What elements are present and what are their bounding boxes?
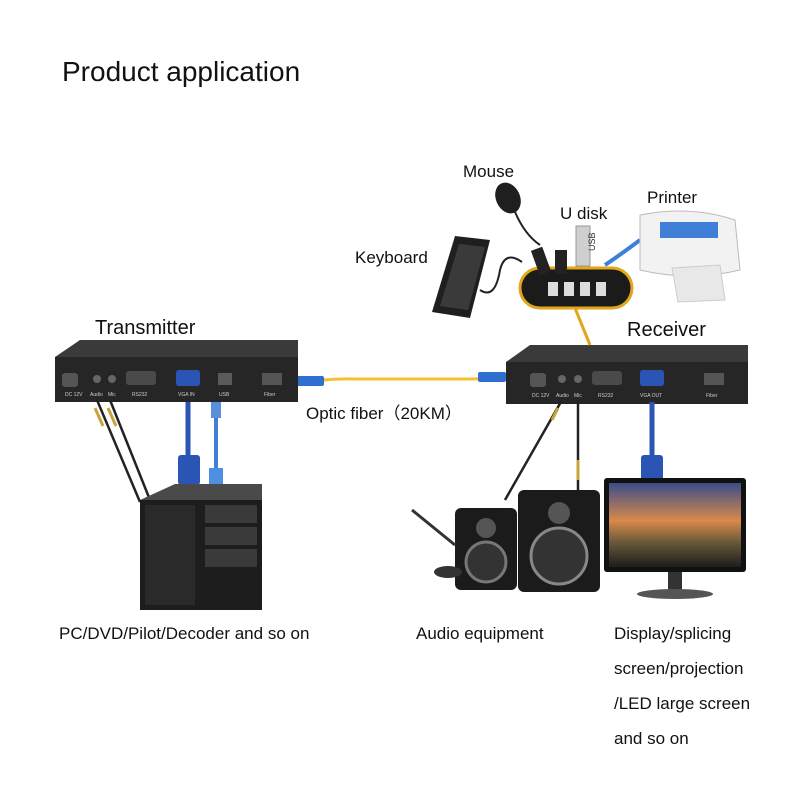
usb-stick-label: USB [587,232,597,251]
mouse-label: Mouse [463,162,515,181]
pc-tower [140,484,262,610]
tx-port-vga-in: VGA IN [178,392,195,398]
tx-port-rs232: RS232 [132,392,148,398]
printer-label: Printer [647,188,698,207]
usb-hub: USB [518,225,642,346]
tx-port-usb: USB [219,392,230,398]
rx-port-dc: DC 12V [532,393,550,399]
display-label-line1: Display/splicing [614,624,732,643]
u-disk-label: U disk [560,204,608,223]
pc-label: PC/DVD/Pilot/Decoder and so on [59,624,310,643]
keyboard-device [432,236,523,318]
optic-fiber-label: Optic fiber（20KM） [306,404,462,423]
rx-port-vga-out: VGA OUT [640,393,662,399]
rx-port-audio: Audio [556,393,569,399]
display-label-line4: and so on [614,729,689,748]
transmitter-label: Transmitter [95,317,196,339]
display-monitor [604,478,746,599]
tx-port-audio: Audio [90,392,103,398]
rx-port-fiber: Fiber [706,393,718,399]
display-label-line3: /LED large screen [614,694,751,713]
receiver-device: DC 12V Audio Mic RS232 VGA OUT Fiber [506,345,748,404]
audio-label: Audio equipment [416,624,544,643]
rx-port-mic: Mic [574,393,582,399]
transmitter-device: DC 12V Audio Mic RS232 VGA IN USB Fiber [55,340,298,402]
printer-device [639,210,741,303]
receiver-label: Receiver [627,319,706,341]
speakers [411,490,600,592]
transmitter-cables [93,399,223,503]
tx-port-dc: DC 12V [65,392,83,398]
rx-port-rs232: RS232 [598,393,614,399]
tx-port-fiber: Fiber [264,392,276,398]
receiver-cables [503,399,663,501]
page-title: Product application [62,56,301,87]
tx-port-mic: Mic [108,392,116,398]
keyboard-label: Keyboard [355,248,428,267]
optic-fiber-cable [295,372,506,386]
display-label-line2: screen/projection [614,659,744,678]
mouse-device [495,182,541,246]
